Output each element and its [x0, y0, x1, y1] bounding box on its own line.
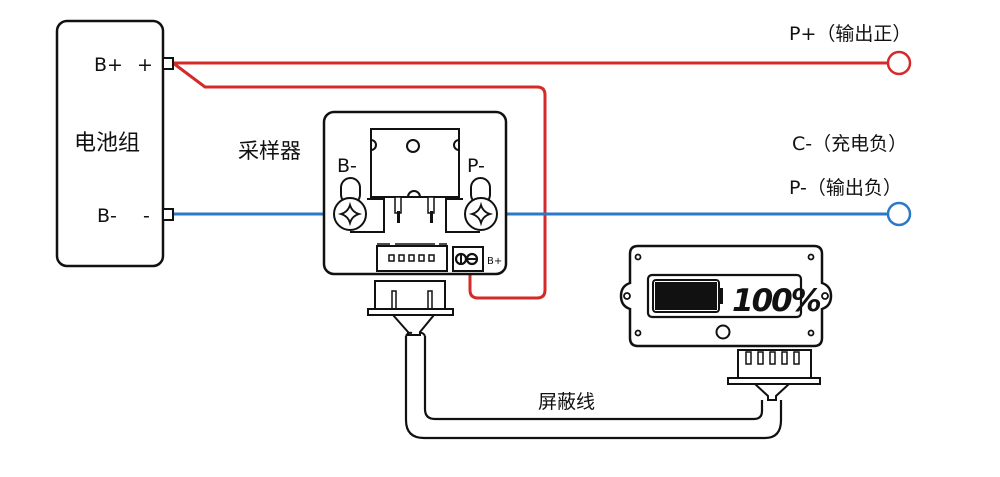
- display-connector-pin: [757, 351, 764, 365]
- p-minus-output-label: P-（输出负）: [789, 177, 902, 199]
- display-cable-plug: [727, 349, 821, 401]
- battery-neg-sign: -: [143, 205, 150, 227]
- c-minus-charge-label: C-（充电负）: [792, 133, 907, 155]
- pminus-screw-icon: [464, 197, 498, 231]
- battery-neg-label: B-: [97, 205, 117, 227]
- battery-pos-terminal-block: [162, 57, 174, 70]
- shunt-body: [350, 128, 480, 233]
- display-connector-pin: [793, 351, 800, 365]
- p-plus-output-terminal: [886, 50, 912, 76]
- sampler-connector-pin: [388, 254, 395, 262]
- sampler-title: 采样器: [238, 139, 301, 163]
- battery-pos-sign: +: [137, 54, 153, 76]
- sampler-cable-plug: [367, 280, 454, 336]
- bminus-screw-icon: [333, 197, 367, 231]
- battery-level-icon: [652, 279, 723, 313]
- battery-pack: B+ + 电池组 B- -: [55, 19, 174, 268]
- p-minus-output-terminal: [886, 201, 912, 227]
- display-connector-pin: [745, 351, 752, 365]
- battery-neg-terminal-block: [162, 208, 174, 221]
- sampler-connector-pin: [428, 254, 435, 262]
- battery-fill-bar: [655, 282, 717, 310]
- sampler-connector-pin: [408, 254, 415, 262]
- sampler-connector-pin: [398, 254, 405, 262]
- p-plus-output-label: P+（输出正）: [789, 23, 911, 45]
- display-connector-pin: [781, 351, 788, 365]
- sampler-bplus-wire: [172, 61, 547, 300]
- display-connector-pin: [769, 351, 776, 365]
- sampler-bplus-terminal: [452, 246, 484, 272]
- sampler: B- P- B+: [322, 110, 508, 276]
- battery-percentage-reading: 100%: [732, 283, 821, 319]
- battery-meter-display: 100%: [619, 244, 833, 348]
- shielded-cable: [404, 331, 783, 440]
- sampler-connector-pin: [418, 254, 425, 262]
- sampler-5pin-header: [376, 243, 448, 272]
- battery-pos-label: B+: [94, 54, 123, 76]
- sampler-pminus-label: P-: [467, 155, 485, 177]
- sampler-bminus-label: B-: [337, 155, 357, 177]
- shielded-cable-label: 屏蔽线: [538, 391, 595, 413]
- battery-pack-title: 电池组: [74, 131, 140, 156]
- sampler-bplus-label: B+: [487, 256, 502, 267]
